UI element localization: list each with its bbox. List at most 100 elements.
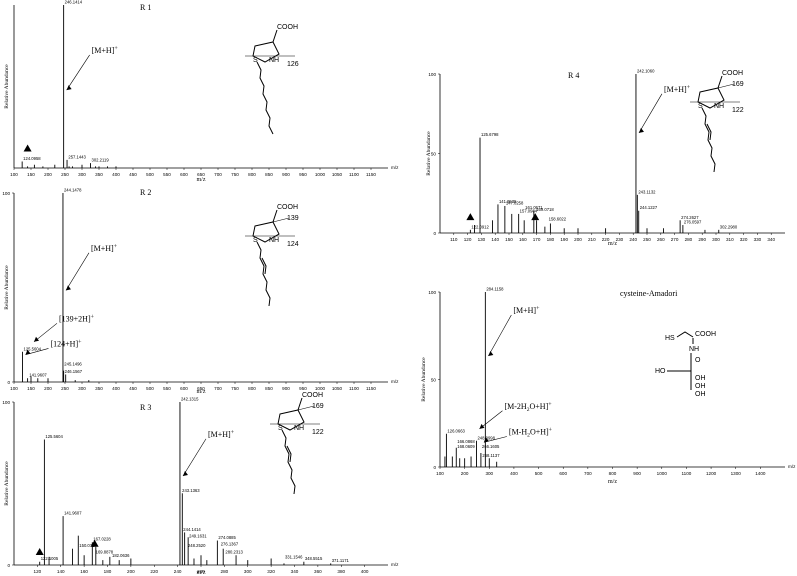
x-tick-label: 200: [461, 471, 469, 476]
cooh-bond: [297, 397, 303, 411]
x-unit-label: m/z: [391, 165, 399, 170]
x-tick-label: 1100: [349, 386, 359, 391]
peak-label: 249.1631: [189, 533, 207, 538]
x-tick-label: 200: [127, 569, 135, 574]
peak-label: 244.1227: [640, 205, 658, 210]
peak-label: 302.2119: [92, 158, 110, 163]
ion-annotation: [M-2H2O+H]+: [504, 402, 552, 413]
chart-title: R 2: [140, 188, 151, 197]
x-tick-label: 900: [282, 386, 290, 391]
peak-label: 158.6022: [549, 216, 567, 221]
x-tick-label: 700: [214, 172, 222, 177]
peak-label: 274.0885: [218, 535, 236, 540]
x-tick-label: 340: [767, 237, 775, 242]
x-tick-label: 1050: [332, 386, 343, 391]
x-tick-label: 1200: [706, 471, 717, 476]
x-tick-label: 120: [34, 569, 42, 574]
arrowhead: [479, 423, 485, 429]
peak-label: 243.1363: [182, 488, 200, 493]
y-axis-label: Relative Abundance: [4, 461, 10, 506]
structure-label-cooh: COOH: [695, 331, 716, 338]
x-tick-label: 1150: [366, 172, 376, 177]
peak-label: 125.5604: [24, 346, 42, 351]
structure-label-frag-upper: 169: [312, 403, 324, 410]
alkyl-chain: [256, 241, 271, 307]
x-tick-label: 330: [754, 237, 762, 242]
x-tick-label: 700: [584, 471, 592, 476]
x-tick-label: 120: [464, 237, 472, 242]
x-tick-label: 900: [282, 172, 290, 177]
peak-label: 167.0228: [93, 537, 111, 542]
x-tick-label: 110: [450, 237, 458, 242]
x-tick-label: 140: [57, 569, 65, 574]
x-tick-label: 300: [244, 569, 252, 574]
arrowhead: [182, 471, 188, 477]
alkyl-chain: [701, 107, 716, 173]
x-tick-label: 240: [174, 569, 182, 574]
x-tick-label: 250: [643, 237, 651, 242]
peak-label: 302.2980: [720, 224, 738, 229]
x-tick-label: 400: [112, 386, 120, 391]
x-axis-label: m/z: [608, 479, 617, 485]
annotation-arrow: [638, 93, 663, 134]
annotation-arrow: [182, 438, 207, 477]
peak-label: 246.1414: [65, 0, 83, 5]
x-tick-label: 310: [726, 237, 734, 242]
x-tick-label: 170: [533, 237, 541, 242]
double-bond: [261, 257, 267, 275]
x-tick-label: 500: [146, 172, 154, 177]
peak-label: 182.0636: [112, 553, 130, 558]
x-tick-label: 600: [180, 172, 188, 177]
chart-title: R 4: [568, 71, 579, 80]
annotation-arrow: [33, 323, 58, 343]
peak-label: 245.1496: [64, 361, 82, 366]
x-tick-label: 340: [291, 569, 299, 574]
x-tick-label: 250: [61, 172, 69, 177]
cooh-bond: [272, 209, 278, 223]
chart-title: R 3: [140, 403, 151, 412]
annotation-arrow: [66, 54, 90, 91]
x-tick-label: 600: [559, 471, 567, 476]
alkyl-chain: [281, 429, 296, 495]
x-tick-label: 1400: [755, 471, 766, 476]
peak-label: 147.0258: [506, 200, 524, 205]
structure-label-s: S: [253, 237, 258, 244]
peak-label: 331.1546: [285, 555, 303, 560]
x-tick-label: 250: [61, 386, 69, 391]
x-tick-label: 280: [685, 237, 693, 242]
arrowhead: [638, 127, 644, 133]
structure-label-frag-lower: 122: [312, 429, 324, 436]
structure-label-frag-upper: 169: [732, 81, 744, 88]
x-tick-label: 130: [478, 237, 486, 242]
x-axis-label: m/z: [197, 570, 206, 576]
ion-annotation: [124+H]+: [51, 339, 83, 348]
y-tick-label: 50: [431, 152, 437, 157]
x-tick-label: 700: [214, 386, 222, 391]
x-tick-label: 180: [547, 237, 555, 242]
peak-label: 169.8878: [96, 550, 114, 555]
peak-label: 242.1315: [181, 397, 199, 402]
structure-label-frag-upper: 139: [287, 215, 299, 222]
x-tick-label: 1000: [657, 471, 668, 476]
annotation-arrow: [65, 252, 90, 291]
x-tick-label: 140: [491, 237, 499, 242]
x-axis-label: m/z: [197, 177, 206, 183]
y-tick-label: 50: [431, 378, 437, 383]
x-tick-label: 360: [314, 569, 322, 574]
peak-label: 280.2313: [225, 550, 243, 555]
peak-label: 276.0597: [684, 220, 702, 225]
structure-label-frag-lower: 124: [287, 241, 299, 248]
cooh-bond: [272, 29, 278, 43]
x-tick-label: 200: [574, 237, 582, 242]
x-tick-label: 270: [671, 237, 679, 242]
double-bond: [706, 123, 712, 141]
x-tick-label: 650: [197, 172, 205, 177]
structure-label-nh: NH: [294, 425, 304, 432]
x-unit-label: m/z: [788, 464, 796, 469]
chart-title: cysteine-Amadori: [620, 289, 678, 298]
peak-label: 284.1158: [486, 287, 504, 292]
peak-label: 257.1443: [68, 154, 86, 159]
x-tick-label: 800: [248, 172, 256, 177]
